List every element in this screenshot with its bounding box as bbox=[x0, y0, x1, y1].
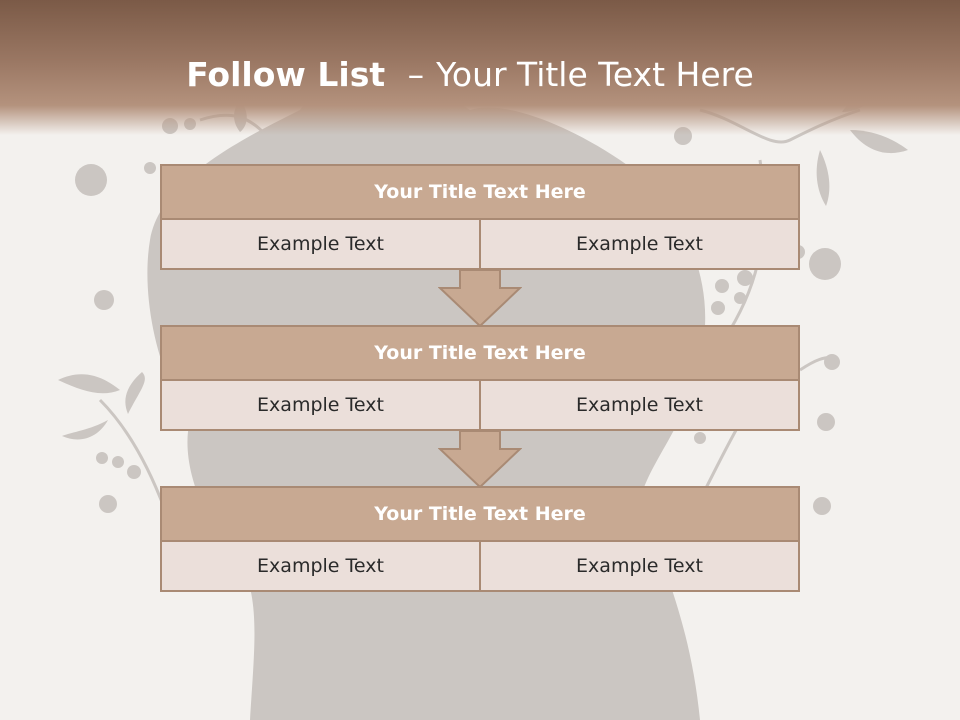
step-1-cell-right: Example Text bbox=[479, 220, 798, 268]
step-1-cell-left: Example Text bbox=[162, 220, 479, 268]
step-block-2: Your Title Text Here Example Text Exampl… bbox=[160, 325, 800, 431]
down-arrow-icon bbox=[438, 270, 522, 328]
step-title-3: Your Title Text Here bbox=[160, 486, 800, 542]
header-band bbox=[0, 0, 960, 135]
step-block-1: Your Title Text Here Example Text Exampl… bbox=[160, 164, 800, 270]
slide-title: Follow List –Your Title Text Here bbox=[0, 52, 940, 98]
slide-title-rest: Your Title Text Here bbox=[436, 55, 754, 94]
step-2-cell-left: Example Text bbox=[162, 381, 479, 429]
down-arrow-icon bbox=[438, 431, 522, 489]
step-title-2: Your Title Text Here bbox=[160, 325, 800, 381]
step-cells-3: Example Text Example Text bbox=[160, 542, 800, 592]
step-title-1: Your Title Text Here bbox=[160, 164, 800, 220]
step-cells-1: Example Text Example Text bbox=[160, 220, 800, 270]
slide-title-separator: – bbox=[407, 55, 425, 94]
step-2-cell-right: Example Text bbox=[479, 381, 798, 429]
step-block-3: Your Title Text Here Example Text Exampl… bbox=[160, 486, 800, 592]
step-3-cell-right: Example Text bbox=[479, 542, 798, 590]
slide-title-bold: Follow List bbox=[186, 55, 386, 94]
step-cells-2: Example Text Example Text bbox=[160, 381, 800, 431]
step-3-cell-left: Example Text bbox=[162, 542, 479, 590]
